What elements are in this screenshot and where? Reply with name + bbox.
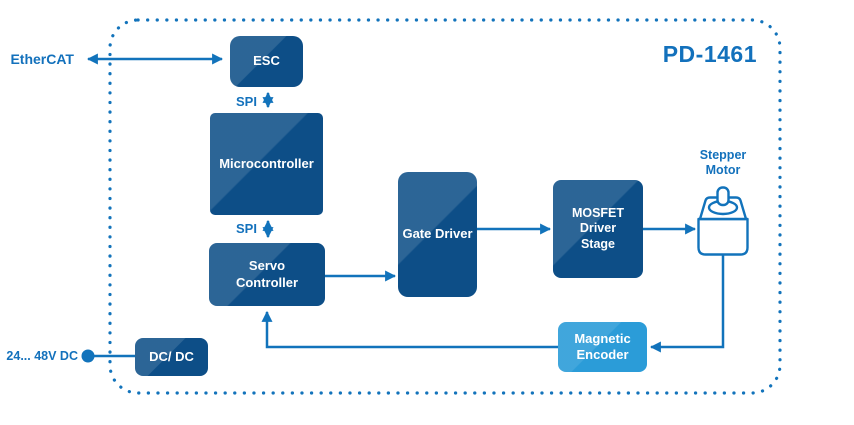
power-input-label: 24... 48V DC bbox=[6, 349, 78, 363]
mosfet-driver-stage-block: MOSFET Driver Stage bbox=[553, 180, 643, 278]
ethercat-label: EtherCAT bbox=[10, 51, 74, 67]
conn-encoder-servo bbox=[261, 310, 558, 349]
product-title: PD-1461 bbox=[662, 41, 757, 67]
system-boundary-dotted-border bbox=[108, 18, 782, 395]
mosfet-driver-stage-block-label: MOSFET Driver Stage bbox=[571, 205, 625, 251]
gate-driver-block-label: Gate Driver bbox=[402, 226, 473, 242]
servo-controller-block-label: Servo Controller bbox=[235, 258, 299, 290]
dc-dc-converter-block: DC/ DC bbox=[135, 338, 208, 376]
spi-label-esc-mcu: SPI bbox=[236, 94, 257, 109]
power-node-dot bbox=[81, 349, 95, 363]
gate-driver-block: Gate Driver bbox=[398, 172, 477, 297]
microcontroller-block: Microcontroller bbox=[210, 113, 323, 215]
esc-block: ESC bbox=[230, 36, 303, 87]
stepper-motor-label: Stepper Motor bbox=[699, 148, 747, 177]
stepper-motor-icon bbox=[697, 186, 749, 256]
spi-label-mcu-servo: SPI bbox=[236, 221, 257, 236]
conn-motor-encoder bbox=[649, 255, 725, 353]
microcontroller-block-label: Microcontroller bbox=[219, 155, 314, 171]
dc-dc-converter-block-label: DC/ DC bbox=[149, 348, 194, 364]
servo-controller-block: Servo Controller bbox=[209, 243, 325, 306]
magnetic-encoder-block: Magnetic Encoder bbox=[558, 322, 647, 372]
esc-block-label: ESC bbox=[253, 53, 280, 69]
magnetic-encoder-block-label: Magnetic Encoder bbox=[574, 330, 631, 362]
